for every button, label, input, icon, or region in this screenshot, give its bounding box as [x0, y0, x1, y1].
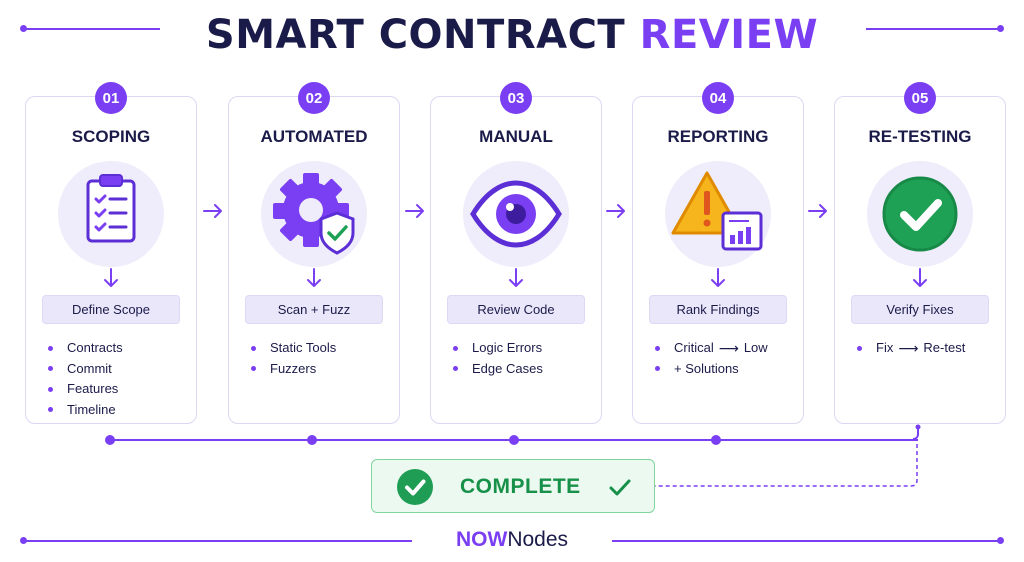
page-title: SMART CONTRACT REVIEW [0, 12, 1024, 58]
step-card-automated: 02 AUTOMATED Scan + Fuzz Static Tools Fu… [228, 82, 400, 424]
list-item: Fix⟶Re-test [857, 338, 965, 359]
step-card-manual: 03 MANUAL Review Code Logic Errors Edge … [430, 82, 602, 424]
step-number-badge: 05 [904, 82, 936, 114]
warning-report-icon [665, 161, 771, 267]
footer-rule-right [612, 540, 1000, 542]
bullet-icon [48, 345, 53, 351]
complete-banner: COMPLETE [371, 459, 655, 513]
down-arrow-icon [711, 268, 725, 287]
brand-light: Nodes [507, 528, 569, 551]
eye-icon [463, 161, 569, 267]
bullet-icon [453, 345, 458, 351]
title-accent: REVIEW [639, 12, 819, 58]
clipboard-checklist-icon [58, 161, 164, 267]
bullet-icon [453, 366, 458, 372]
timeline-dot [711, 435, 721, 445]
list-item: Static Tools [251, 338, 336, 359]
flow-arrow-icon [203, 204, 222, 218]
step-detail-list: Static Tools Fuzzers [251, 338, 336, 379]
bullet-icon [48, 366, 53, 372]
brand-bold: NOW [455, 528, 508, 551]
list-item: Timeline [48, 400, 123, 421]
list-item: Commit [48, 359, 123, 380]
list-item: Contracts [48, 338, 123, 359]
list-item: + Solutions [655, 359, 768, 380]
step-title: REPORTING [667, 127, 769, 146]
down-arrow-icon [509, 268, 523, 287]
header-rule-right-dot [997, 25, 1004, 32]
step-number-badge: 03 [500, 82, 532, 114]
header-rule-left [24, 28, 160, 30]
bullet-icon [48, 386, 53, 392]
step-detail-list: Contracts Commit Features Timeline [48, 338, 123, 420]
down-arrow-icon [913, 268, 927, 287]
check-circle-icon [397, 469, 433, 505]
bullet-icon [251, 366, 256, 372]
complete-label: COMPLETE [460, 475, 581, 498]
down-arrow-icon [104, 268, 118, 287]
header-rule-left-dot [20, 25, 27, 32]
arrow-right-icon: ⟶ [898, 340, 919, 356]
bullet-icon [655, 366, 660, 372]
step-action-pill: Verify Fixes [851, 295, 989, 324]
timeline-dot [307, 435, 317, 445]
step-action-pill: Define Scope [42, 295, 180, 324]
list-item: Edge Cases [453, 359, 543, 380]
step-title: MANUAL [479, 127, 553, 146]
arrow-right-icon: ⟶ [718, 340, 739, 356]
check-circle-icon [867, 161, 973, 267]
step-action-pill: Scan + Fuzz [245, 295, 383, 324]
step-action-pill: Review Code [447, 295, 585, 324]
timeline-dot [105, 435, 115, 445]
list-item: Features [48, 379, 123, 400]
footer-rule-left-dot [20, 537, 27, 544]
flow-arrow-icon [808, 204, 827, 218]
step-title: RE-TESTING [868, 127, 972, 146]
step-detail-list: Critical⟶Low + Solutions [655, 338, 768, 379]
timeline-connector [912, 424, 921, 440]
header-rule-right [866, 28, 1000, 30]
list-item: Critical⟶Low [655, 338, 768, 359]
bullet-icon [251, 345, 256, 351]
down-arrow-icon [307, 268, 321, 287]
title-main: SMART CONTRACT [205, 12, 626, 58]
step-title: AUTOMATED [260, 127, 368, 146]
step-detail-list: Fix⟶Re-test [857, 338, 965, 359]
step-card-reporting: 04 REPORTING Rank Findings Critical⟶Low … [632, 82, 804, 424]
list-item: Fuzzers [251, 359, 336, 380]
brand-logo: NOWNodes [0, 528, 1024, 552]
flow-arrow-icon [405, 204, 424, 218]
footer-rule-right-dot [997, 537, 1004, 544]
list-item: Logic Errors [453, 338, 543, 359]
step-detail-list: Logic Errors Edge Cases [453, 338, 543, 379]
checkmark-icon [609, 479, 631, 496]
step-card-scoping: 01 SCOPING Define Scope Contracts Commit… [25, 82, 197, 424]
step-number-badge: 01 [95, 82, 127, 114]
gear-shield-icon [261, 161, 367, 267]
bullet-icon [857, 345, 862, 351]
dashed-connector [655, 444, 918, 487]
step-number-badge: 02 [298, 82, 330, 114]
step-number-badge: 04 [702, 82, 734, 114]
bullet-icon [48, 407, 53, 413]
flow-arrow-icon [606, 204, 625, 218]
bullet-icon [655, 345, 660, 351]
step-card-retesting: 05 RE-TESTING Verify Fixes Fix⟶Re-test [834, 82, 1006, 424]
footer-rule-left [24, 540, 412, 542]
step-title: SCOPING [71, 127, 151, 146]
step-action-pill: Rank Findings [649, 295, 787, 324]
timeline-dot [509, 435, 519, 445]
